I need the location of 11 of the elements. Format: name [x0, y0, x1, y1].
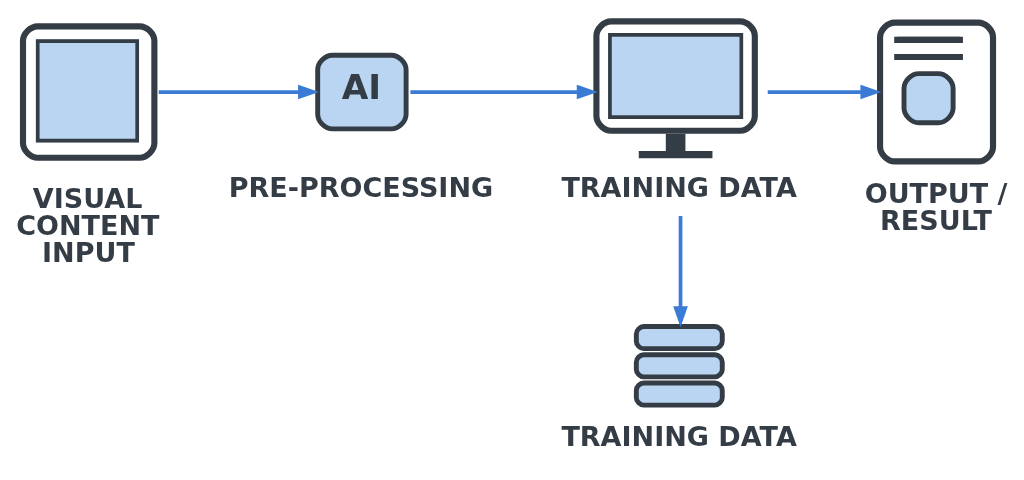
node-label: TRAINING DATA: [561, 172, 797, 204]
node-label: PRE-PROCESSING: [228, 172, 494, 204]
node-label: OUTPUT / RESULT: [864, 178, 1008, 237]
node-label: VISUAL CONTENT INPUT: [16, 183, 160, 269]
node-box: [877, 19, 997, 165]
arrow: [767, 84, 882, 100]
arrow: [410, 84, 598, 100]
node-label: TRAINING DATA: [561, 421, 797, 453]
node-box: [19, 23, 158, 161]
arrow: [673, 216, 688, 328]
arrow: [158, 84, 319, 100]
